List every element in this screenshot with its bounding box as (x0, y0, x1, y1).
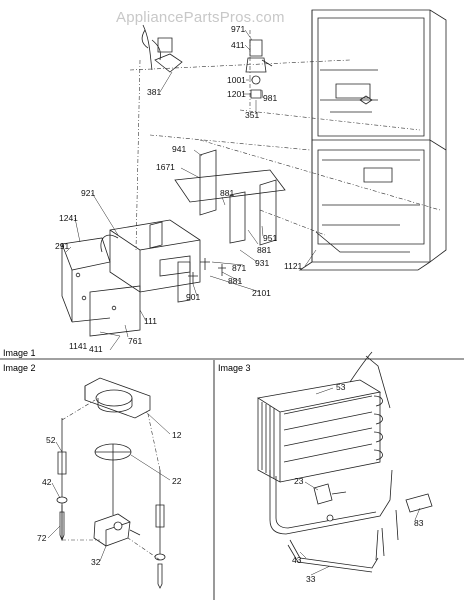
part-label: 43 (292, 555, 302, 565)
part-label: 981 (263, 93, 277, 103)
screws-drawing (188, 258, 226, 284)
part-label: 1141 (69, 341, 88, 351)
part-label: 2101 (252, 288, 271, 298)
image1-drawing (61, 9, 447, 351)
part-label: 42 (42, 477, 52, 487)
part-label: 83 (414, 518, 424, 528)
part-label: 901 (186, 292, 200, 302)
labels-image2: 52 12 22 42 72 32 (37, 430, 182, 567)
duct-housing-drawing (100, 219, 201, 303)
refrigerator-cabinet (298, 9, 447, 271)
part-label: 411 (89, 344, 103, 354)
section-title-image3: Image 3 (218, 363, 251, 373)
part-label: 971 (231, 24, 245, 34)
part-label: 881 (228, 276, 242, 286)
part-label: 52 (46, 435, 56, 445)
part-label: 53 (336, 382, 346, 392)
leaders-image1 (65, 29, 317, 351)
part-label: 941 (172, 144, 186, 154)
rear-cover-drawing (174, 149, 286, 246)
part-label: 881 (220, 188, 234, 198)
part-label: 22 (172, 476, 182, 486)
part-label: 111 (144, 316, 157, 326)
part-label: 291 (55, 241, 69, 251)
part-label: 921 (81, 188, 95, 198)
part-label: 381 (147, 87, 161, 97)
part-label: 23 (294, 476, 304, 486)
part-label: 1001 (227, 75, 246, 85)
part-label: 411 (231, 40, 245, 50)
part-label: 1671 (156, 162, 175, 172)
watermark: AppliancePartsPros.com (116, 9, 285, 26)
part-label: 881 (257, 245, 271, 255)
part-label: 931 (255, 258, 269, 268)
section-title-image1: Image 1 (3, 348, 36, 358)
part-label: 951 (263, 233, 277, 243)
part-label: 1201 (227, 89, 246, 99)
part-381-drawing (141, 24, 183, 73)
labels-image3: 53 23 83 43 33 (292, 382, 424, 584)
part-label: 32 (91, 557, 101, 567)
part-label: 72 (37, 533, 47, 543)
image3-drawing (256, 351, 433, 576)
labels-image1: 381 971 411 1001 1201 981 351 941 1671 9… (55, 24, 303, 354)
left-panel-drawing (61, 237, 141, 337)
part-label: 12 (172, 430, 182, 440)
part-label: 351 (245, 110, 259, 120)
part-label: 33 (306, 574, 316, 584)
part-label: 1121 (284, 261, 303, 271)
section-title-image2: Image 2 (3, 363, 36, 373)
part-label: 761 (128, 336, 142, 346)
part-label: 1241 (59, 213, 78, 223)
part-label: 871 (232, 263, 246, 273)
image2-drawing (47, 377, 171, 589)
